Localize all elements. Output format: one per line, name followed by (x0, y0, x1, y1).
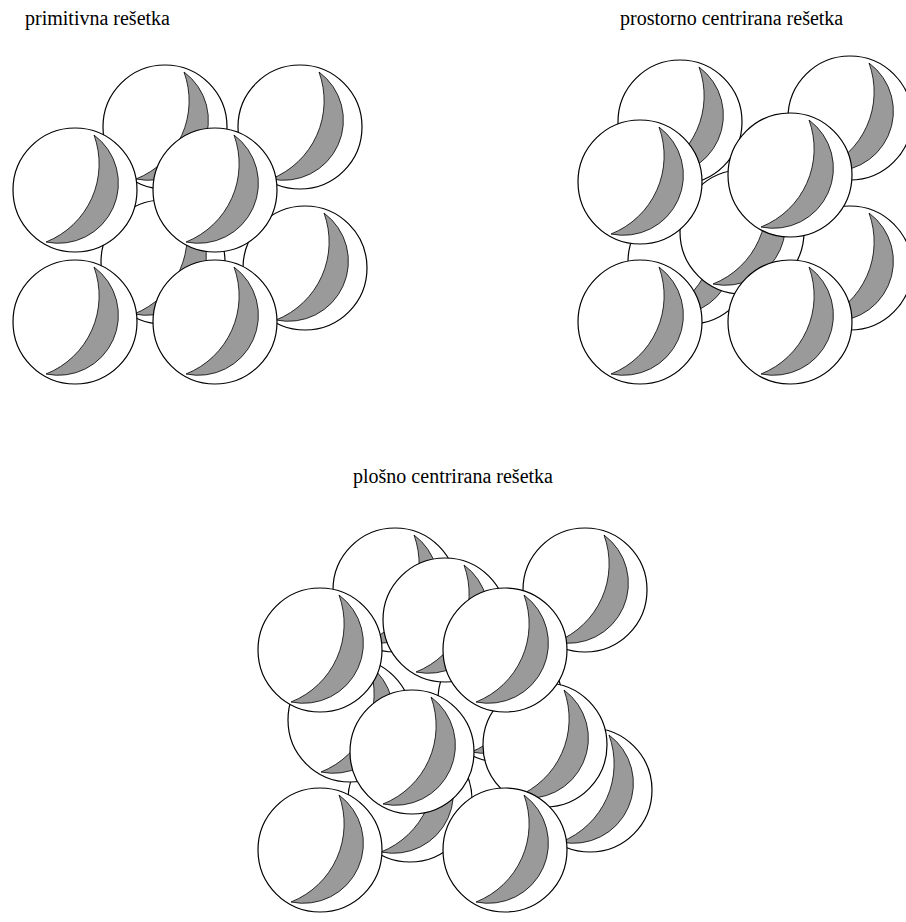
face-centred-lattice (258, 528, 652, 912)
lattice-caption: primitivna rešetka (25, 6, 170, 30)
primitive-lattice (13, 65, 367, 384)
lattice-caption: plošno centrirana rešetka (353, 464, 553, 488)
lattice-caption: prostorno centrirana rešetka (620, 6, 843, 30)
body-centred-lattice (578, 56, 906, 384)
